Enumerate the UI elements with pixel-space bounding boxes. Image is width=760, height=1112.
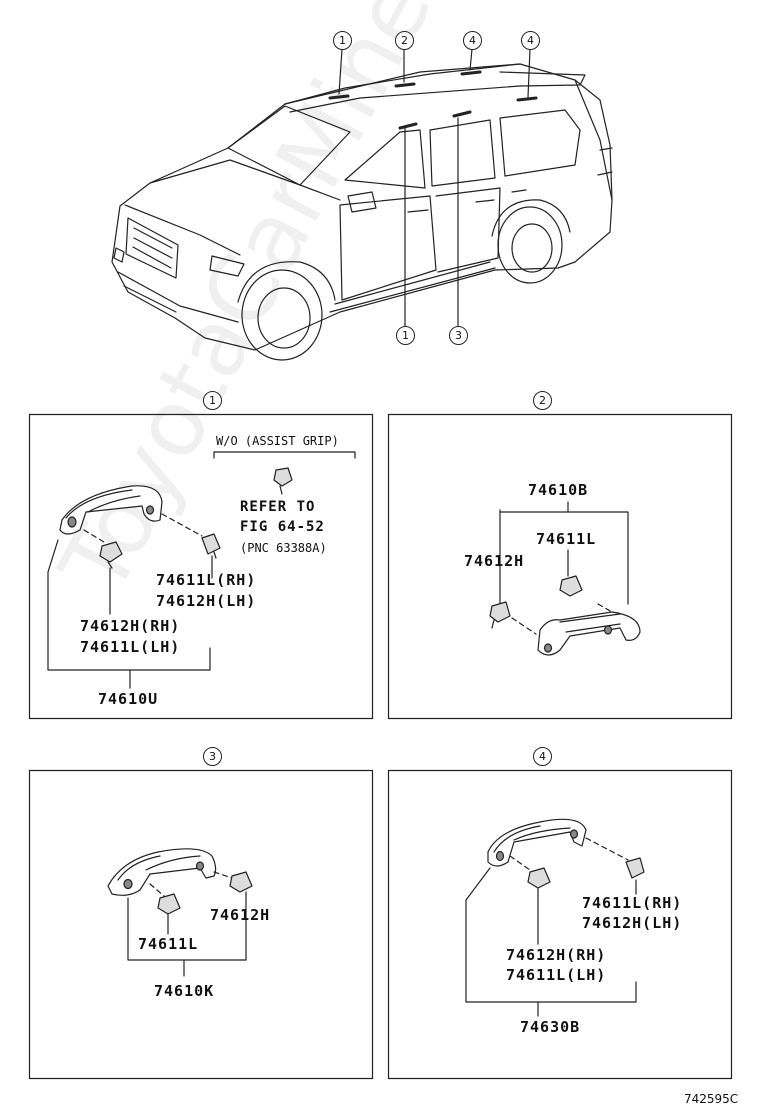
panel-1-part-a-line-2: 74612H(LH) (156, 592, 257, 610)
panel-3-part-b: 74611L (138, 935, 199, 953)
vehicle-callout-top-2: 2 (395, 31, 414, 50)
panel-3-grip-handle (107, 848, 217, 896)
panel-4-grip-handle (487, 818, 587, 867)
grip-marker-roof-4 (516, 96, 538, 102)
grip-marker-pillar-a (398, 122, 418, 130)
panel-4-frame (387, 769, 733, 1080)
panel-4-clip-a (625, 857, 645, 879)
grip-marker-roof-3 (460, 70, 482, 76)
panel-2-callout: 2 (533, 391, 552, 410)
panel-4-part-a-line-2: 74612H(LH) (582, 914, 683, 932)
panel-1-part-b-line-2: 74611L(LH) (80, 638, 181, 656)
vehicle-illustration (111, 48, 613, 361)
panel-1-frame (28, 413, 374, 720)
panel-2-frame (387, 413, 733, 720)
panel-1-callout: 1 (203, 391, 222, 410)
grip-marker-roof-2 (394, 82, 416, 88)
vehicle-headlight (209, 255, 245, 277)
panel-1-note-header: W/O (ASSIST GRIP) (216, 434, 339, 448)
panel-2-assembly: 74610B (528, 481, 589, 499)
panel-4-clip-b (527, 867, 551, 889)
panel-1-note-refer-3: (PNC 63388A) (240, 541, 327, 555)
panel-3-part-a: 74612H (210, 906, 271, 924)
panel-3-clip-a (229, 871, 253, 893)
panel-1-assembly: 74610U (98, 690, 159, 708)
panel-1-note-refer-1: REFER TO (240, 499, 316, 515)
vehicle-callout-top-1: 1 (333, 31, 352, 50)
vehicle-windshield (227, 105, 351, 186)
panel-1-grip-handle (59, 485, 163, 535)
panel-1-note-clip (273, 467, 293, 495)
vehicle-mirror (347, 191, 377, 213)
panel-2-clip-b (489, 601, 511, 629)
panel-2-part-a: 74611L (536, 530, 597, 548)
panel-3-frame (28, 769, 374, 1080)
panel-2-clip-a (559, 575, 583, 597)
panel-2-part-b: 74612H (464, 552, 525, 570)
vehicle-callout-bottom-2: 3 (449, 326, 468, 345)
panel-2-bracket (499, 501, 629, 605)
panel-2-grip-handle (537, 611, 641, 656)
vehicle-front-wheel (241, 269, 323, 361)
panel-1-note-refer-2: FIG 64-52 (240, 519, 325, 535)
vehicle-callout-top-3: 4 (463, 31, 482, 50)
panel-4-part-b-line-1: 74612H(RH) (506, 946, 607, 964)
grip-marker-pillar-b (452, 110, 472, 118)
diagram-id: 742595C (684, 1092, 739, 1106)
panel-1-clip-a (201, 533, 221, 559)
panel-4-part-a-line-1: 74611L(RH) (582, 894, 683, 912)
panel-1-part-a-line-1: 74611L(RH) (156, 571, 257, 589)
panel-1-clip-b (99, 541, 123, 569)
panel-4-assembly: 74630B (520, 1018, 581, 1036)
grip-marker-roof-1 (328, 94, 350, 100)
vehicle-callout-bottom-1: 1 (396, 326, 415, 345)
panel-3-assembly: 74610K (154, 982, 215, 1000)
vehicle-callout-top-4: 4 (521, 31, 540, 50)
panel-1-part-b-line-1: 74612H(RH) (80, 617, 181, 635)
vehicle-side-windows (344, 129, 426, 189)
vehicle-roof (284, 63, 521, 113)
panel-3-callout: 3 (203, 747, 222, 766)
vehicle-grille (125, 217, 179, 279)
panel-3-clip-b (157, 893, 181, 915)
panel-4-part-b-line-2: 74611L(LH) (506, 966, 607, 984)
panel-4-callout: 4 (533, 747, 552, 766)
